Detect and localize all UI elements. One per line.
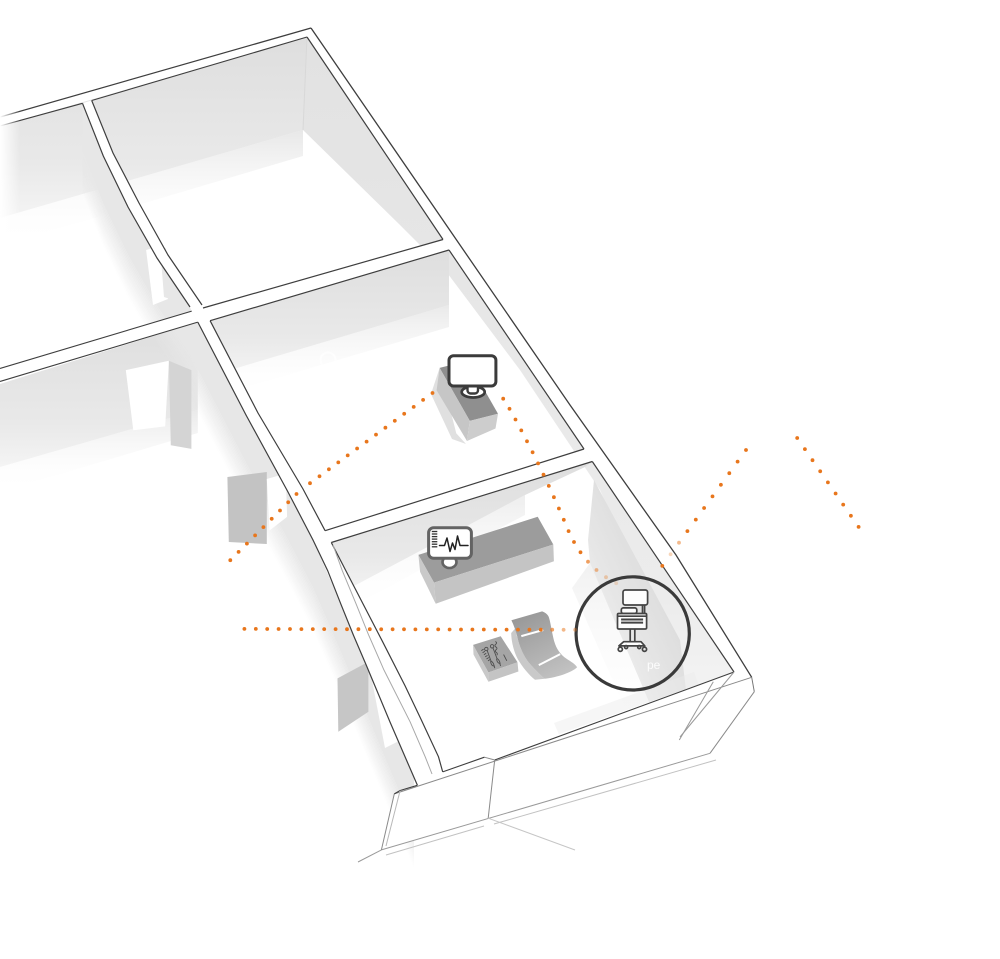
svg-text:pe: pe (647, 658, 661, 672)
